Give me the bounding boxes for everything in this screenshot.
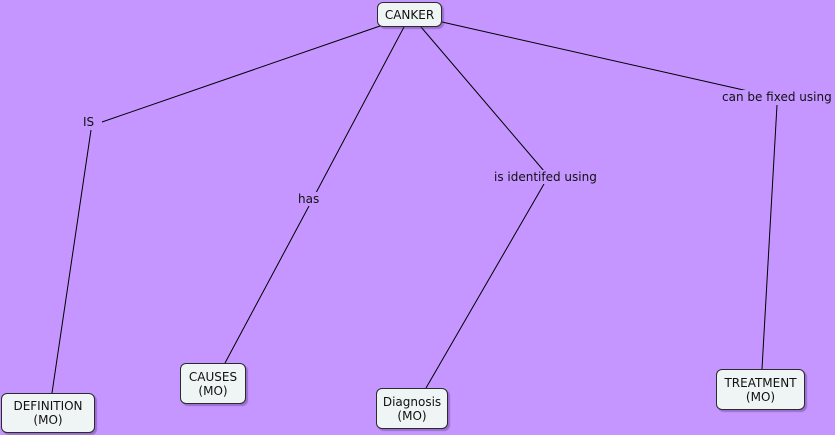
node-canker-label: CANKER <box>384 7 435 22</box>
node-causes-sublabel: (MO) <box>198 383 228 398</box>
edge-has-to-causes <box>224 205 310 364</box>
link-label-is[interactable]: IS <box>81 115 97 129</box>
node-treatment-sublabel: (MO) <box>745 389 776 404</box>
node-canker[interactable]: CANKER <box>377 2 442 27</box>
edge-fixed-to-treatment <box>761 104 778 370</box>
node-diagnosis-sublabel: (MO) <box>397 408 427 423</box>
link-label-has[interactable]: has <box>296 192 322 206</box>
node-treatment[interactable]: TREATMENT (MO) <box>716 369 805 410</box>
node-treatment-label: TREATMENT <box>724 375 797 390</box>
node-causes[interactable]: CAUSES (MO) <box>180 363 246 404</box>
node-causes-label: CAUSES <box>188 369 238 384</box>
link-label-fixed[interactable]: can be fixed using <box>720 90 834 104</box>
node-definition[interactable]: DEFINITION (MO) <box>1 393 95 433</box>
edge-root-to-has <box>308 26 405 207</box>
node-definition-sublabel: (MO) <box>33 413 63 427</box>
edge-identified-to-diagnosis <box>425 183 545 389</box>
edge-root-to-is <box>101 25 381 123</box>
node-diagnosis[interactable]: Diagnosis (MO) <box>376 388 448 429</box>
edge-root-to-fixed <box>441 21 749 92</box>
edge-is-to-definition <box>51 129 92 394</box>
link-label-identified[interactable]: is identifed using <box>492 170 599 184</box>
node-definition-label: DEFINITION <box>13 399 83 413</box>
node-diagnosis-label: Diagnosis <box>382 394 442 409</box>
edge-root-to-identified <box>420 26 545 172</box>
